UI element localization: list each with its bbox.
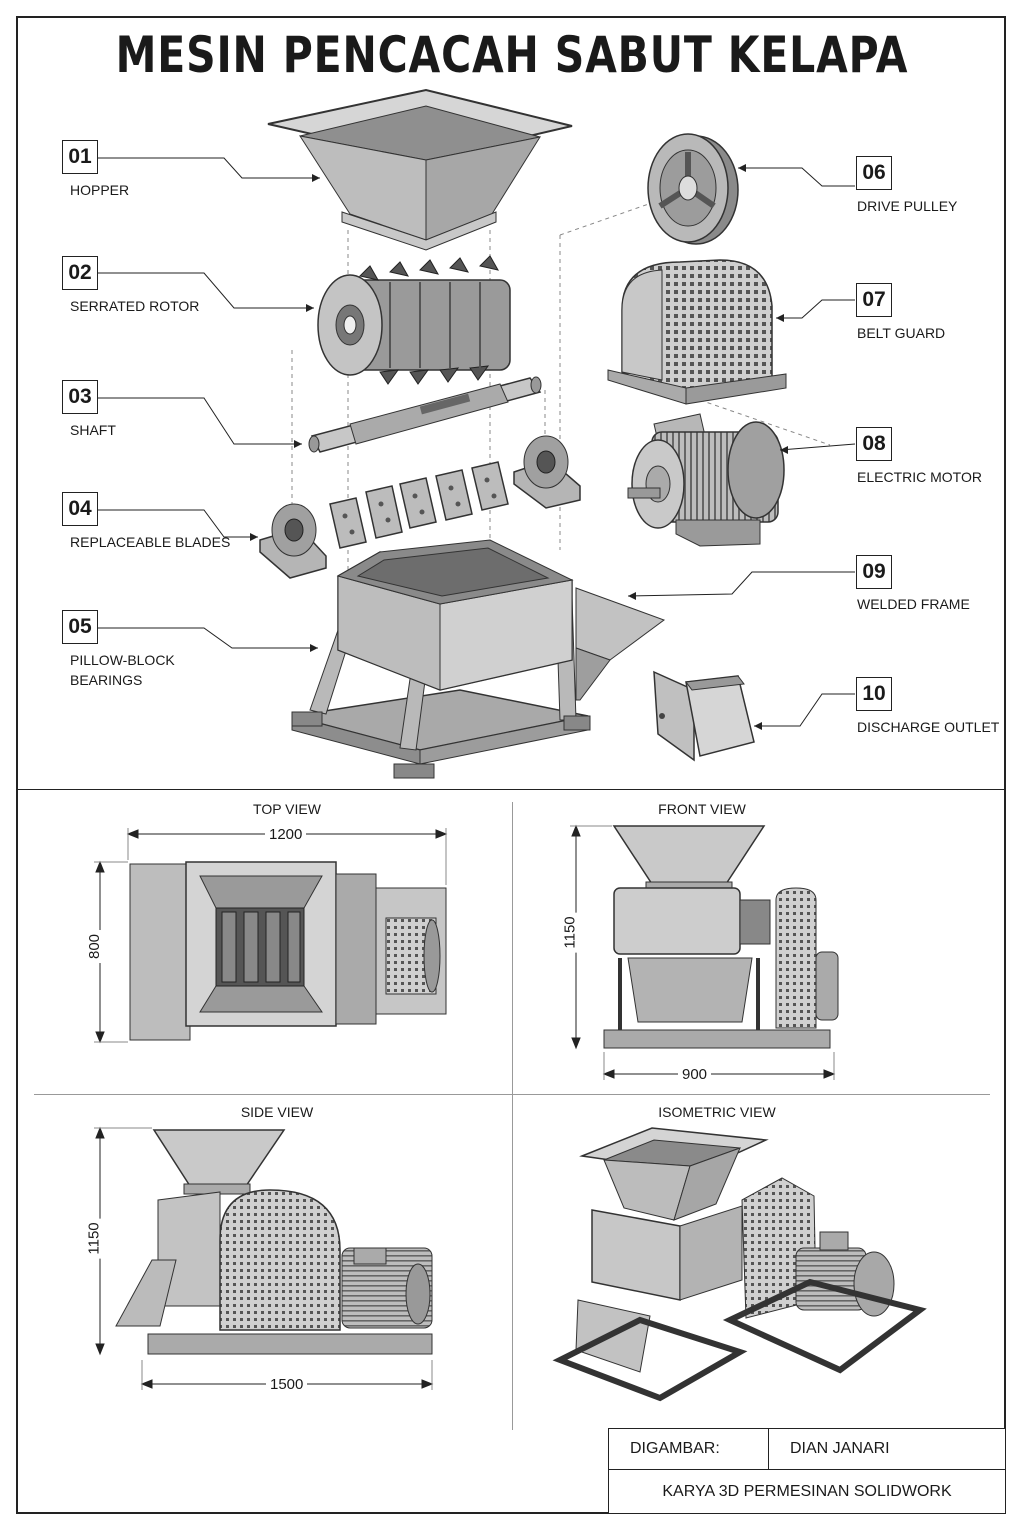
top-view-width-dimension: 1200: [265, 826, 307, 843]
part-number-07: 07: [856, 283, 892, 317]
discharge-outlet-illustration: [653, 670, 755, 762]
front-view-drawing: [603, 825, 839, 1049]
top-view-depth-dimension: 800: [86, 929, 104, 964]
title-block-divider: [608, 1469, 1006, 1470]
front-view-width-dimension: 900: [678, 1066, 712, 1083]
part-number-03: 03: [62, 380, 98, 414]
views-vertical-divider: [512, 802, 513, 1430]
front-view-height-dimension: 1150: [561, 912, 579, 953]
part-number-04: 04: [62, 492, 98, 526]
front-view-dimensions: [570, 824, 836, 1080]
isometric-view-title: ISOMETRIC VIEW: [658, 1104, 776, 1120]
part-label-serrated-rotor: SERRATED ROTOR: [70, 298, 200, 314]
part-label-electric-motor: ELECTRIC MOTOR: [857, 469, 982, 485]
views-horizontal-divider: [34, 1094, 990, 1095]
part-label-welded-frame: WELDED FRAME: [857, 596, 970, 612]
title-block-cell-divider: [768, 1428, 769, 1469]
part-number-01: 01: [62, 140, 98, 174]
front-view-title: FRONT VIEW: [658, 801, 746, 817]
part-number-06: 06: [856, 156, 892, 190]
side-view-drawing: [115, 1129, 433, 1355]
part-label-hopper: HOPPER: [70, 182, 130, 198]
belt-guard-illustration: [607, 259, 787, 405]
pillow-block-bearing-right: [513, 435, 581, 509]
part-number-09: 09: [856, 555, 892, 589]
electric-motor-illustration: [627, 413, 785, 547]
drawing-title: MESIN PENCACAH SABUT KELAPA: [115, 26, 909, 84]
part-label-belt-guard: BELT GUARD: [857, 325, 946, 341]
pillow-block-bearing-left: [259, 503, 327, 579]
title-block-caption: KARYA 3D PERMESINAN SOLIDWORK: [662, 1483, 952, 1500]
section-divider-exploded: [16, 789, 1006, 790]
part-number-08: 08: [856, 427, 892, 461]
replaceable-blades-illustration: [329, 461, 509, 549]
serrated-rotor-illustration: [317, 255, 511, 385]
top-view-drawing: [129, 861, 447, 1041]
title-block: [608, 1428, 1006, 1514]
side-view-length-dimension: 1500: [266, 1376, 308, 1393]
part-label-pillow-block-bearings: PILLOW-BLOCK BEARINGS: [70, 652, 175, 688]
part-label-shaft: SHAFT: [70, 422, 116, 438]
shaft-illustration: [308, 376, 542, 453]
part-number-05: 05: [62, 610, 98, 644]
exploded-view: [98, 88, 856, 779]
part-label-drive-pulley: DRIVE PULLEY: [857, 198, 958, 214]
drive-pulley-illustration: [647, 133, 739, 245]
drawing-frame: [16, 16, 1006, 1514]
drawn-by-label: DIGAMBAR:: [630, 1439, 720, 1457]
welded-frame-illustration: [291, 539, 666, 779]
side-view-title: SIDE VIEW: [240, 1104, 314, 1120]
top-view-title: TOP VIEW: [253, 801, 321, 817]
part-number-02: 02: [62, 256, 98, 290]
drawn-by-name: DIAN JANARI: [790, 1439, 890, 1457]
side-view-height-dimension: 1150: [85, 1218, 103, 1259]
part-label-replaceable-blades: REPLACEABLE BLADES: [70, 534, 231, 550]
isometric-view-drawing: [552, 1127, 927, 1402]
part-label-discharge-outlet: DISCHARGE OUTLET: [857, 719, 1000, 735]
hopper-illustration: [267, 88, 573, 251]
part-number-10: 10: [856, 677, 892, 711]
